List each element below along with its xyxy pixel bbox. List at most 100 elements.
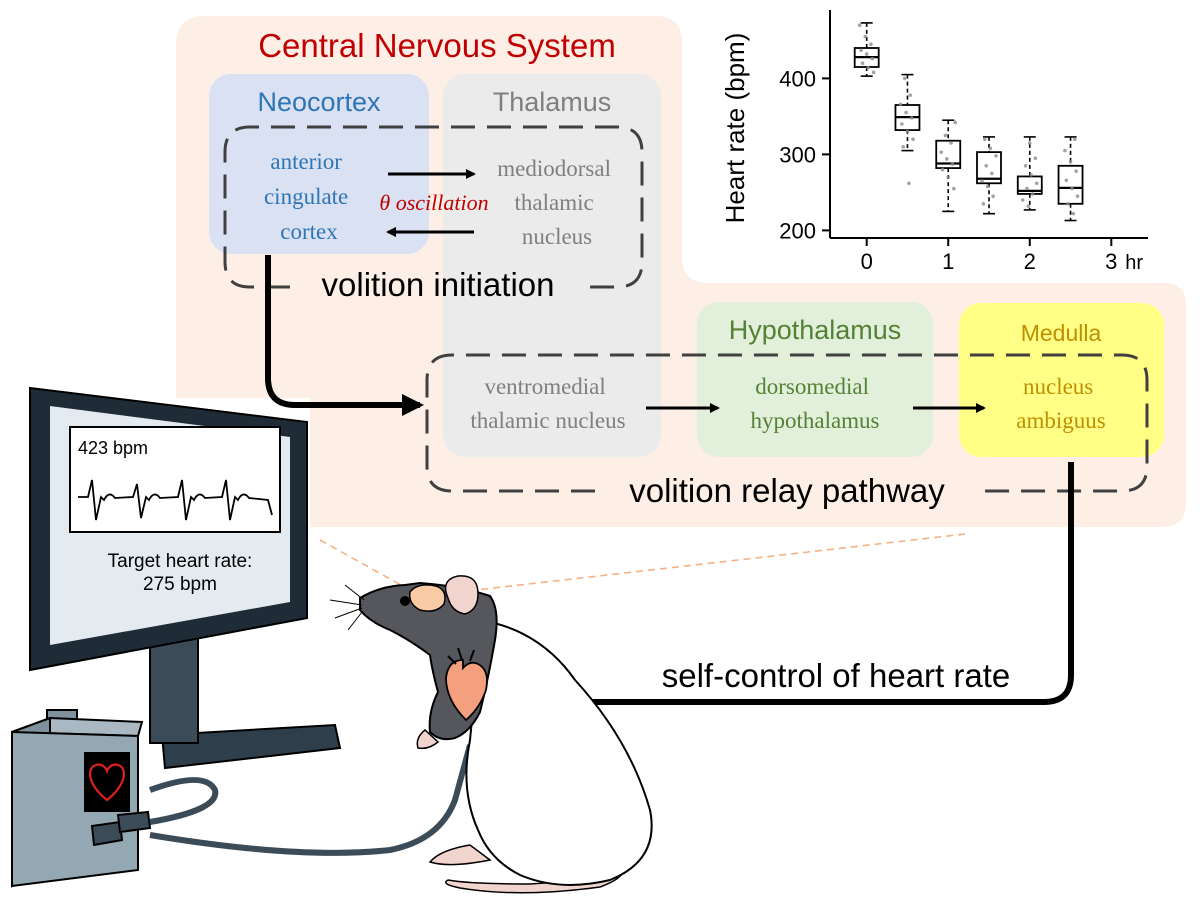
- data-point: [1034, 181, 1039, 186]
- ecg-panel: [69, 426, 281, 533]
- data-point: [907, 181, 911, 186]
- data-point: [990, 171, 994, 176]
- data-point: [908, 93, 913, 97]
- data-point: [981, 202, 986, 206]
- data-point: [870, 56, 875, 61]
- data-point: [991, 194, 995, 198]
- svg-text:mediodorsal thalamic n: mediodorsal thalamic nucleus: [497, 156, 616, 249]
- anterior-cingulate-line2: cingulate: [264, 184, 348, 209]
- heart-organ-icon: [445, 659, 488, 722]
- data-point: [900, 122, 904, 126]
- data-point: [866, 65, 870, 70]
- x-unit-label: hr: [1125, 252, 1143, 274]
- data-point: [939, 150, 944, 154]
- acc-to-vm-arrow: [265, 255, 424, 416]
- ecg-trace: [78, 479, 273, 521]
- rat-eye: [400, 596, 410, 606]
- self-control-label: self-control of heart rate: [662, 657, 1011, 694]
- zoom-line-right: [449, 533, 966, 594]
- hypothalamus-label: Hypothalamus: [729, 315, 902, 345]
- medulla-label: Medulla: [1021, 320, 1102, 346]
- volition-initiation-dashed-box: [223, 125, 644, 289]
- svg-text:dorsomedial hypothalamus: dorsomedial hypothalamus: [750, 374, 879, 433]
- heart-vessels: [447, 647, 475, 665]
- data-point: [864, 52, 869, 56]
- data-point: [860, 61, 865, 65]
- y-tick-label: 200: [779, 218, 816, 243]
- data-point: [1072, 137, 1077, 141]
- data-point: [1065, 202, 1070, 206]
- medulla-box: [959, 303, 1164, 457]
- data-point: [871, 70, 876, 75]
- data-point: [859, 48, 863, 53]
- data-point: [1023, 164, 1028, 168]
- data-point: [1033, 156, 1038, 160]
- neocortex-box: [209, 74, 429, 254]
- svg-text:nucleus ambiguus: nucleus ambiguus: [1016, 374, 1105, 433]
- nucleus-ambiguus-line2: ambiguus: [1016, 408, 1105, 433]
- data-point: [1027, 141, 1032, 145]
- dorsomedial-line2: hypothalamus: [750, 408, 879, 433]
- neocortex-label: Neocortex: [257, 87, 381, 117]
- data-point: [1025, 186, 1029, 191]
- monitor-stand-base: [160, 723, 342, 770]
- rat-whiskers: [329, 584, 365, 631]
- data-point: [1030, 192, 1035, 196]
- data-point: [945, 157, 949, 161]
- ventromedial-line1: ventromedial: [484, 374, 605, 399]
- data-point: [988, 146, 993, 151]
- mediodorsal-line1: mediodorsal: [497, 156, 611, 181]
- box-iqr: [1016, 175, 1043, 195]
- volition-relay-label: volition relay pathway: [629, 472, 945, 509]
- anterior-cingulate-line3: cortex: [280, 219, 338, 244]
- data-point: [863, 34, 868, 39]
- data-point: [984, 164, 988, 168]
- data-point: [1064, 178, 1069, 183]
- data-point: [980, 179, 984, 183]
- mediodorsal-line3: nucleus: [522, 224, 592, 249]
- x-tick-label: 2: [1024, 249, 1036, 274]
- mediodorsal-line2: thalamic: [515, 190, 594, 215]
- data-point: [952, 186, 956, 191]
- target-heart-rate-line2: 275 bpm: [143, 574, 217, 595]
- data-point: [869, 42, 873, 46]
- svg-text:anterior cingulate cor: anterior cingulate cortex: [264, 149, 354, 244]
- monitor: 423 bpm Target heart rate: 275 bpm: [29, 386, 342, 770]
- rat-illustration: [329, 575, 653, 894]
- box-iqr: [1057, 164, 1084, 205]
- data-point: [1029, 173, 1033, 177]
- electrode-cable: [149, 744, 473, 856]
- heart-outline-icon: [88, 763, 126, 802]
- x-tick-label: 1: [942, 249, 954, 274]
- data-point: [994, 154, 998, 158]
- data-point: [943, 133, 948, 138]
- volition-relay-dashed-box: [425, 353, 1149, 493]
- dorsomedial-line1: dorsomedial: [755, 374, 869, 399]
- theta-oscillation-label: θ oscillation: [379, 190, 488, 215]
- svg-text:ventromedial thalamic nucl: ventromedial thalamic nucleus: [470, 374, 625, 433]
- hypothalamus-box: [697, 302, 933, 457]
- rat-hind-foot: [428, 844, 492, 866]
- device-plug: [90, 820, 124, 847]
- data-point: [898, 102, 903, 107]
- data-point: [857, 23, 862, 28]
- data-point: [1020, 198, 1025, 202]
- data-point: [1026, 204, 1031, 208]
- data-point: [1068, 160, 1073, 164]
- data-point: [1075, 194, 1080, 198]
- data-point: [950, 162, 955, 167]
- bpm-display: 423 bpm: [78, 438, 148, 458]
- device-cable-1: [148, 777, 219, 825]
- thalamus-box: [443, 74, 661, 457]
- data-point: [901, 145, 906, 149]
- ventromedial-line2: thalamic nucleus: [470, 408, 625, 433]
- y-tick-label: 400: [779, 66, 816, 91]
- x-tick-label: 3: [1105, 249, 1117, 274]
- anterior-cingulate-line1: anterior: [270, 149, 342, 174]
- zoom-line-left: [319, 539, 411, 591]
- data-point: [904, 110, 908, 115]
- data-point: [902, 76, 907, 81]
- rat-body: [465, 618, 653, 886]
- data-point: [1071, 211, 1076, 216]
